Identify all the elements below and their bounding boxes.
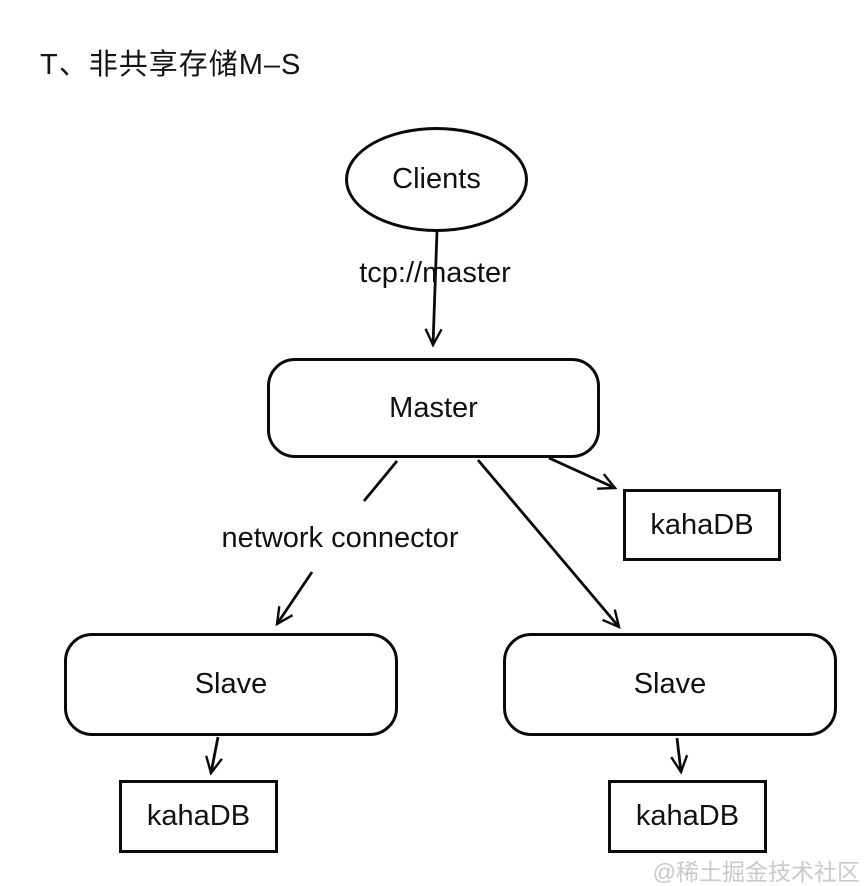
watermark: @稀土掘金技术社区: [652, 859, 860, 885]
node-clients-label: Clients: [392, 163, 481, 195]
node-kahadb-slave-left-label: kahaDB: [146, 800, 251, 832]
node-kahadb-slave-left: kahaDB: [119, 780, 278, 853]
edge-slave-left-to-kahadb: [205, 736, 223, 776]
node-kahadb-slave-right-label: kahaDB: [635, 800, 740, 832]
node-slave-left: Slave: [64, 633, 398, 736]
node-master: Master: [267, 358, 600, 458]
edge-label-tcp-master: tcp://master: [359, 257, 511, 289]
node-master-label: Master: [389, 391, 478, 424]
node-kahadb-master: kahaDB: [623, 489, 781, 561]
edge-slave-right-to-kahadb: [670, 737, 689, 775]
node-clients: Clients: [345, 127, 528, 232]
node-kahadb-master-label: kahaDB: [650, 508, 754, 541]
node-slave-right-label: Slave: [633, 668, 707, 700]
edge-netconn-to-slave-left: [275, 571, 314, 627]
edge-label-network-connector: network connector: [221, 522, 459, 554]
edge-clients-to-master: [424, 230, 443, 348]
page-title: T、非共享存储M–S: [40, 49, 302, 81]
node-slave-left-label: Slave: [194, 668, 268, 700]
edge-master-to-kahadb: [548, 456, 618, 490]
node-slave-right: Slave: [503, 633, 837, 736]
node-kahadb-slave-right: kahaDB: [608, 780, 767, 853]
edge-master-to-slave-right: [476, 459, 621, 630]
edge-master-to-netconn-segment: [362, 460, 399, 502]
